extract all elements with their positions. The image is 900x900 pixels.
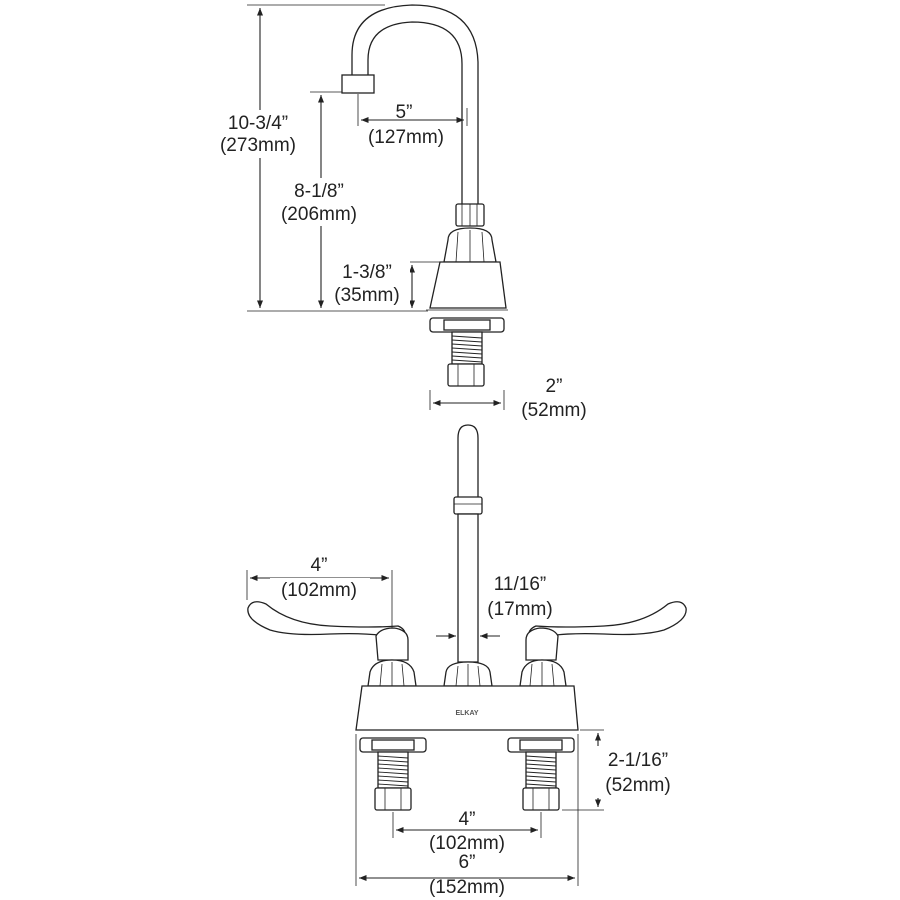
shank-length-label: 2-1/16” [608, 750, 668, 771]
right-hex-nut [522, 787, 560, 811]
front-view: ELKAY [246, 424, 687, 899]
brand-mark: ELKAY [455, 710, 478, 717]
front-base [355, 685, 579, 731]
right-handle-hub [525, 627, 559, 661]
spout-height-metric: (206mm) [281, 204, 357, 225]
left-threads [377, 755, 409, 787]
handle-length-metric: (102mm) [281, 580, 357, 601]
base-width-label: 6” [459, 852, 476, 873]
reach-metric: (127mm) [368, 127, 444, 148]
centers-label: 4” [459, 809, 476, 830]
overall-height-metric: (273mm) [220, 135, 296, 156]
side-base [429, 261, 507, 309]
handle-length-label: 4” [311, 555, 328, 576]
base-width-metric: (152mm) [429, 877, 505, 898]
left-hex-nut [374, 787, 412, 811]
right-threads [525, 755, 557, 787]
base-height-metric: (35mm) [334, 285, 399, 306]
side-aerator [341, 74, 375, 94]
right-valve-bonnet [519, 659, 567, 687]
side-hex-nut [447, 363, 485, 387]
spout-diameter-metric: (17mm) [487, 599, 552, 620]
side-spout [351, 4, 479, 206]
left-handle [247, 601, 406, 641]
side-view: 10-3/4” (273mm) 8-1/8” (206mm) 1-3/8” (3… [205, 4, 587, 421]
spout-diameter-label: 11/16” [494, 574, 546, 595]
base-depth-metric: (52mm) [521, 400, 586, 421]
side-threads [451, 335, 483, 363]
shank-length-metric: (52mm) [605, 775, 670, 796]
left-handle-hub [375, 627, 409, 661]
overall-height-label: 10-3/4” [228, 113, 288, 134]
front-spout [457, 424, 479, 499]
right-handle [528, 601, 687, 641]
centers-metric: (102mm) [429, 833, 505, 854]
base-depth-label: 2” [546, 376, 563, 397]
base-height-label: 1-3/8” [342, 262, 392, 283]
spout-height-label: 8-1/8” [294, 181, 344, 202]
reach-label: 5” [396, 102, 413, 123]
